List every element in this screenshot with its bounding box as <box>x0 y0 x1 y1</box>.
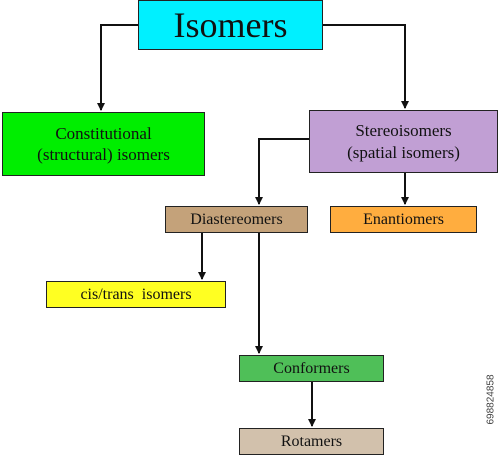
edge-isomers-stereoisomers <box>323 24 409 109</box>
node-stereoisomers-label-line2: (spatial isomers) <box>347 142 460 162</box>
node-constitutional-label-line1: Constitutional <box>55 123 152 143</box>
watermark-id-text: 698824858 <box>485 373 497 425</box>
node-conformers-label: Conformers <box>273 359 350 377</box>
edge-stereoisomers-diastereomers <box>255 138 309 205</box>
node-rotamers-label: Rotamers <box>280 432 343 450</box>
node-diastereomers-label: Diastereomers <box>190 210 283 228</box>
node-stereoisomers-label-line1: Stereoisomers <box>355 121 452 141</box>
node-cis-trans-label: cis/trans isomers <box>80 285 192 303</box>
node-constitutional-isomers: Constitutional (structural) isomers <box>2 112 205 176</box>
edge-isomers-constitutional <box>97 24 138 111</box>
node-diastereomers: Diastereomers <box>165 206 308 233</box>
node-cis-trans-isomers: cis/trans isomers <box>46 281 226 308</box>
node-enantiomers: Enantiomers <box>330 206 477 233</box>
node-conformers: Conformers <box>239 355 384 382</box>
node-constitutional-label-line2: (structural) isomers <box>37 145 170 164</box>
node-isomers-label: Isomers <box>173 4 288 45</box>
node-rotamers: Rotamers <box>239 428 384 455</box>
node-isomers: Isomers <box>138 0 323 50</box>
node-stereoisomers: Stereoisomers (spatial isomers) <box>309 110 498 173</box>
node-enantiomers-label: Enantiomers <box>363 210 444 228</box>
watermark-id: 698824858 <box>484 344 498 454</box>
